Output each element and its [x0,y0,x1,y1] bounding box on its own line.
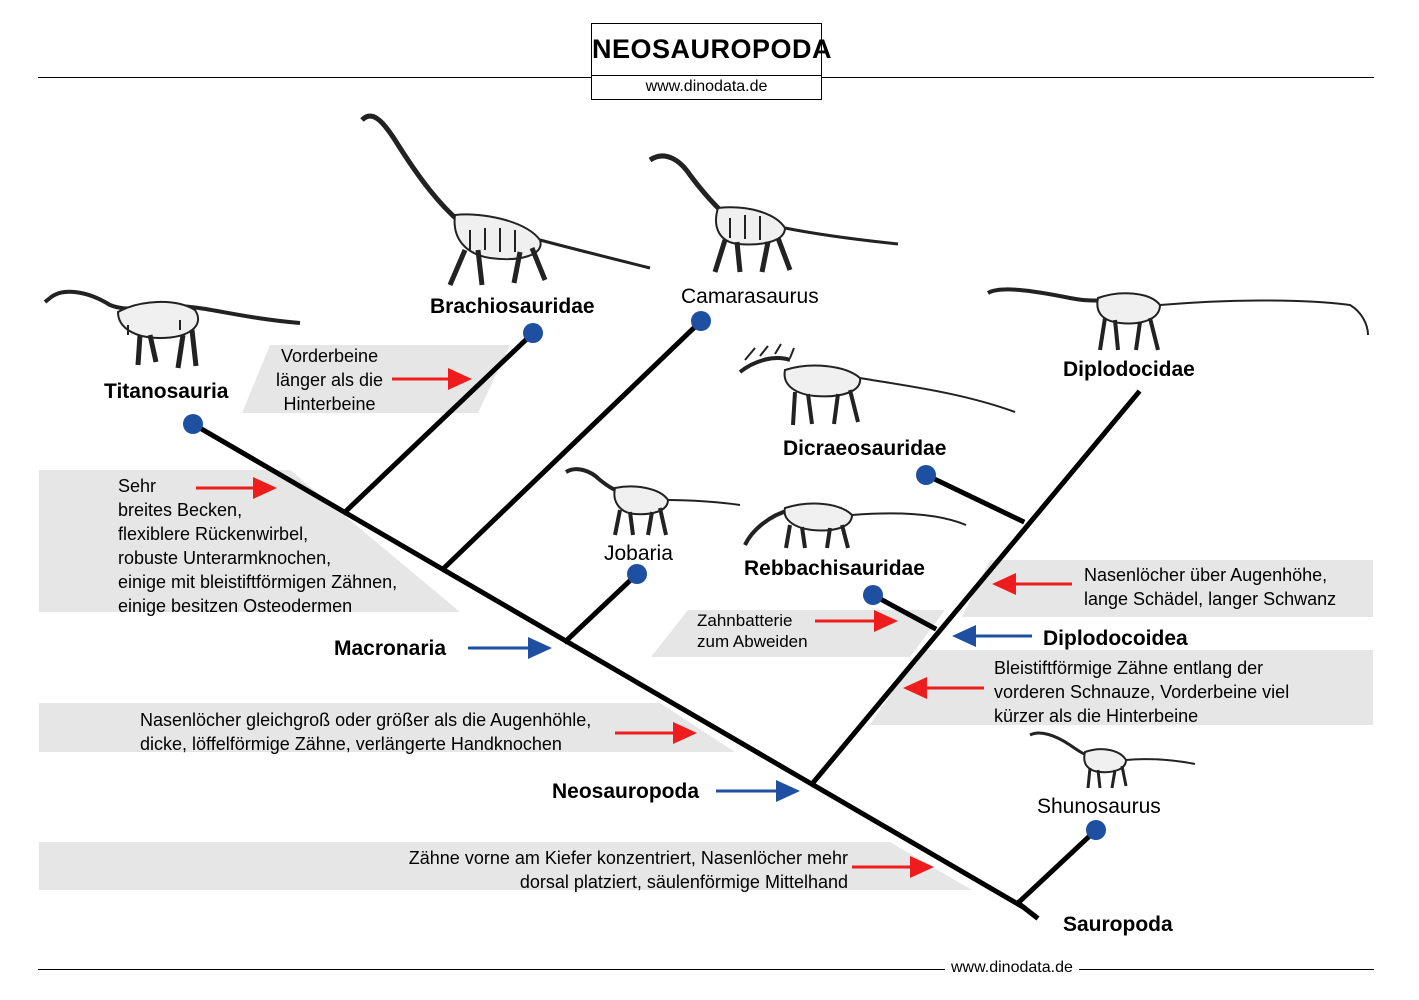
page-title: NEOSAUROPODA [591,23,832,76]
header-rule-right [822,77,1374,78]
branches [189,317,1142,921]
annotation-bands [39,345,1373,890]
band-neosauropoda [39,842,972,890]
note-line: dicke, löffelförmige Zähne, verlängerte … [140,734,562,754]
node-jobaria [627,564,647,584]
camarasaurus-skeleton-icon [648,153,899,273]
node-shunosaurus [1086,820,1106,840]
dicraeosaurid-skeleton-icon [738,343,1016,426]
branch-camarasaurus [439,317,705,573]
note-line: Sehr [118,476,157,496]
note-line: zum Abweiden [697,632,808,651]
footer-rule [38,969,1374,970]
node-dicraeosauridae [916,465,936,485]
note-macronaria: Nasenlöcher gleichgroß oder größer als d… [140,708,591,756]
page-subtitle: www.dinodata.de [591,76,822,100]
header-rule-left [38,77,591,78]
label-sauropoda: Sauropoda [1063,913,1173,936]
red-arrow-titanosauria [196,477,277,499]
branch-diplodocoidea [808,389,1142,788]
note-line: einige mit bleistiftförmigen Zähnen, [118,572,398,592]
red-arrow-diplodocidae [992,573,1072,595]
red-arrow-brachiosauridae [392,368,472,390]
blue-arrows [468,625,1032,802]
note-rebbachisauridae: Zahnbatterie zum Abweiden [697,610,808,652]
rebbachisaurid-skeleton-icon [743,502,967,549]
branch-jobaria [562,570,641,645]
note-line: länger als die [276,370,384,390]
note-line: vorderen Schnauze, Vorderbeine viel [994,682,1290,702]
branch-shunosaurus [1014,826,1100,907]
brachiosaur-skeleton-icon [360,113,651,286]
label-brachiosauridae: Brachiosauridae [430,295,595,318]
footer-url: www.dinodata.de [945,959,1079,977]
band-titanosauria [39,470,460,612]
jobaria-skeleton-icon [564,467,741,536]
label-jobaria: Jobaria [604,542,673,565]
note-line: einige besitzen Osteodermen [118,596,353,616]
node-camarasaurus [691,311,711,331]
label-dicraeosauridae: Dicraeosauridae [783,437,947,460]
red-arrow-neosauropoda [852,856,934,878]
note-line: Nasenlöcher über Augenhöhe, [1084,565,1328,585]
label-diplodocidae: Diplodocidae [1063,358,1195,381]
blue-arrow-diplodocoidea [952,625,1032,647]
band-diplodocidae [962,560,1373,617]
red-arrow-macronaria [615,722,697,744]
branch-sauropoda-root [1014,899,1040,921]
label-shunosaurus: Shunosaurus [1037,795,1161,818]
label-rebbachisauridae: Rebbachisauridae [744,557,925,580]
diplodocid-skeleton-icon [986,287,1369,351]
branch-rebbachisauridae [869,591,938,632]
shunosaurus-skeleton-icon [1029,731,1196,789]
note-brachiosauridae: Vorderbeine länger als die Hinterbeine [276,344,383,416]
blue-arrow-macronaria [468,637,552,659]
note-line: Hinterbeine [283,394,376,414]
red-arrows [196,368,1072,878]
note-diplodocidae: Nasenlöcher über Augenhöhe, lange Schäde… [1084,563,1336,611]
red-arrow-rebbachisauridae [815,610,898,632]
blue-arrow-neosauropoda [716,780,800,802]
band-brachiosauridae [242,345,510,413]
terminal-nodes [183,311,1106,840]
note-line: Zähne vorne am Kiefer konzentriert, Nase… [408,848,848,868]
label-neosauropoda: Neosauropoda [552,780,700,803]
branch-dicraeosauridae [922,471,1026,525]
note-line: kürzer als die Hinterbeine [994,706,1199,726]
band-diplodocoidea [870,650,1373,725]
note-line: lange Schädel, langer Schwanz [1084,589,1337,609]
label-titanosauria: Titanosauria [104,380,229,403]
note-line: Zahnbatterie [697,611,793,630]
note-line: flexiblere Rückenwirbel, [118,524,309,544]
node-titanosauria [183,414,203,434]
note-line: breites Becken, [118,500,243,520]
node-rebbachisauridae [863,585,883,605]
label-diplodocoidea: Diplodocoidea [1043,627,1188,650]
branch-brachiosauridae [341,329,537,516]
note-diplodocoidea: Bleistiftförmige Zähne entlang der vorde… [994,656,1289,728]
note-line: dorsal platziert, säulenförmige Mittelha… [519,872,848,892]
note-neosauropoda: Zähne vorne am Kiefer konzentriert, Nase… [358,846,848,894]
red-arrow-diplodocoidea [903,677,984,699]
note-line: robuste Unterarmknochen, [118,548,332,568]
titanosaur-skeleton-icon [43,289,301,369]
main-stem [189,420,1027,911]
band-macronaria [39,703,735,752]
node-brachiosauridae [523,323,543,343]
note-line: Nasenlöcher gleichgroß oder größer als d… [140,710,592,730]
note-line: Bleistiftförmige Zähne entlang der [994,658,1264,678]
label-macronaria: Macronaria [334,637,447,660]
note-titanosauria: Sehr breites Becken, flexiblere Rückenwi… [118,474,397,618]
note-line: Vorderbeine [281,346,379,366]
label-camarasaurus: Camarasaurus [681,285,819,308]
